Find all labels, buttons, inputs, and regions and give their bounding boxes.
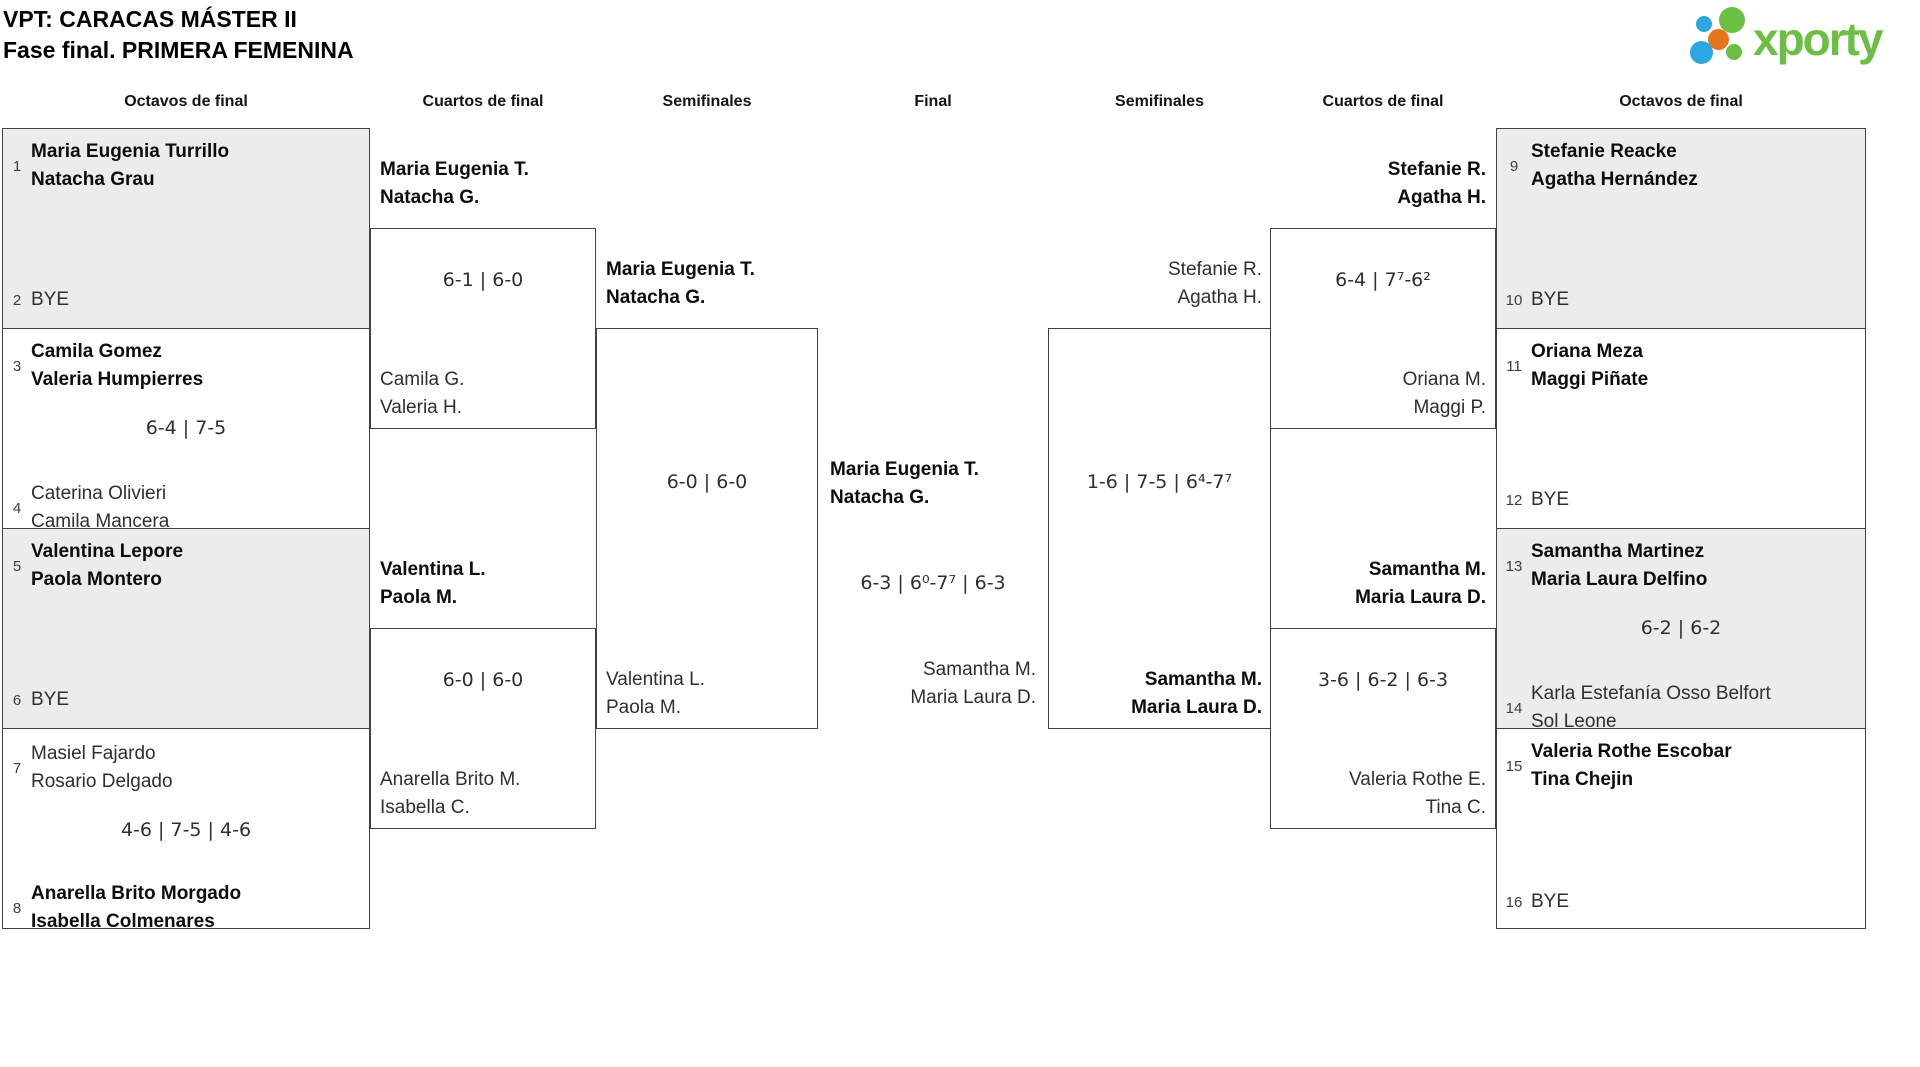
xporty-logo[interactable]: xporty	[1686, 2, 1916, 74]
match-box-semifinal-2	[1048, 328, 1271, 729]
match-score-qf3: 6-4 | 7⁷-6²	[1335, 269, 1431, 291]
entrant-o1-bottom[interactable]: 2 BYE	[8, 286, 69, 314]
entrant-final-top[interactable]: Maria Eugenia T.Natacha G.	[830, 459, 979, 508]
seed-number: 9	[1509, 157, 1519, 175]
round-header-semifinales-right: Semifinales	[1115, 93, 1204, 110]
seed-number: 6	[12, 691, 22, 709]
match-score-sf2: 1-6 | 7-5 | 6⁴-7⁷	[1086, 471, 1233, 493]
logo-wordmark: xporty	[1753, 13, 1884, 65]
match-box-cuartos-2	[370, 628, 596, 829]
match-score-qf1: 6-1 | 6-0	[442, 269, 524, 291]
logo-dot-orange	[1708, 29, 1729, 50]
entrant-qf3-bottom[interactable]: Oriana M.Maggi P.	[1402, 369, 1486, 418]
seed-number: 12	[1505, 491, 1523, 509]
logo-dot-blue-small	[1696, 16, 1712, 32]
match-box-octavos-3	[2, 528, 370, 729]
entrant-qf4-top[interactable]: Samantha M.Maria Laura D.	[1355, 559, 1486, 608]
entrant-o8-bottom[interactable]: 16 BYE	[1502, 888, 1569, 916]
page-title: VPT: CARACAS MÁSTER II Fase final. PRIME…	[3, 4, 354, 66]
entrant-qf1-top[interactable]: Maria Eugenia T.Natacha G.	[380, 159, 529, 208]
match-score-final: 6-3 | 6⁰-7⁷ | 6-3	[860, 572, 1006, 594]
round-header-cuartos-right: Cuartos de final	[1322, 93, 1444, 110]
match-box-semifinal-1	[596, 328, 818, 729]
seed-number: 1	[12, 157, 22, 175]
entrant-qf2-bottom[interactable]: Anarella Brito M.Isabella C.	[380, 769, 521, 818]
seed-number: 11	[1506, 357, 1522, 375]
seed-number: 8	[12, 899, 22, 917]
match-box-octavos-8	[1496, 728, 1866, 929]
round-header-semifinales-left: Semifinales	[662, 93, 752, 110]
round-header-cuartos-left: Cuartos de final	[422, 93, 544, 110]
seed-number: 7	[12, 759, 22, 777]
seed-number: 14	[1505, 699, 1523, 717]
match-box-octavos-1	[2, 128, 370, 329]
seed-number: 2	[12, 291, 22, 309]
match-box-cuartos-1	[370, 228, 596, 429]
seed-number: 16	[1505, 893, 1523, 911]
seed-number: 15	[1505, 757, 1523, 775]
logo-dot-green-small	[1726, 44, 1742, 60]
round-header-octavos-left: Octavos de final	[124, 93, 248, 110]
entrant-o6-bottom[interactable]: 12 BYE	[1502, 486, 1569, 514]
entrant-sf2-top[interactable]: Stefanie R.Agatha H.	[1168, 259, 1262, 308]
entrant-qf4-bottom[interactable]: Valeria Rothe E.Tina C.	[1349, 769, 1486, 818]
entrant-qf3-top[interactable]: Stefanie R.Agatha H.	[1387, 159, 1486, 208]
seed-number: 4	[12, 499, 22, 517]
match-score-o7: 6-2 | 6-2	[1640, 617, 1722, 639]
seed-number: 13	[1505, 557, 1523, 575]
entrant-qf2-top[interactable]: Valentina L.Paola M.	[380, 559, 486, 608]
match-score-qf2: 6-0 | 6-0	[442, 669, 524, 691]
entrant-sf2-bottom[interactable]: Samantha M.Maria Laura D.	[1131, 669, 1262, 718]
entrant-o3-bottom[interactable]: 6 BYE	[8, 686, 69, 714]
category-subtitle: Fase final. PRIMERA FEMENINA	[3, 37, 354, 63]
tournament-title: VPT: CARACAS MÁSTER II	[3, 6, 297, 32]
match-score-qf4: 3-6 | 6-2 | 6-3	[1317, 669, 1449, 691]
match-score-o2: 6-4 | 7-5	[145, 417, 227, 439]
entrant-sf1-bottom[interactable]: Valentina L.Paola M.	[606, 669, 705, 718]
match-score-o4: 4-6 | 7-5 | 4-6	[120, 819, 252, 841]
seed-number: 10	[1505, 291, 1523, 309]
entrant-sf1-top[interactable]: Maria Eugenia T.Natacha G.	[606, 259, 755, 308]
entrant-qf1-bottom[interactable]: Camila G.Valeria H.	[380, 369, 465, 418]
match-box-octavos-5	[1496, 128, 1866, 329]
entrant-final-bottom[interactable]: Samantha M.Maria Laura D.	[910, 659, 1036, 708]
seed-number: 5	[12, 557, 22, 575]
entrant-o5-bottom[interactable]: 10 BYE	[1502, 286, 1569, 314]
match-box-octavos-4	[2, 728, 370, 929]
seed-number: 3	[12, 357, 22, 375]
round-header-octavos-right: Octavos de final	[1619, 93, 1743, 110]
logo-dot-green-large	[1719, 7, 1745, 33]
logo-dot-blue-large	[1690, 41, 1713, 64]
round-header-final: Final	[914, 93, 952, 110]
match-score-sf1: 6-0 | 6-0	[666, 471, 748, 493]
match-box-octavos-7	[1496, 528, 1866, 729]
